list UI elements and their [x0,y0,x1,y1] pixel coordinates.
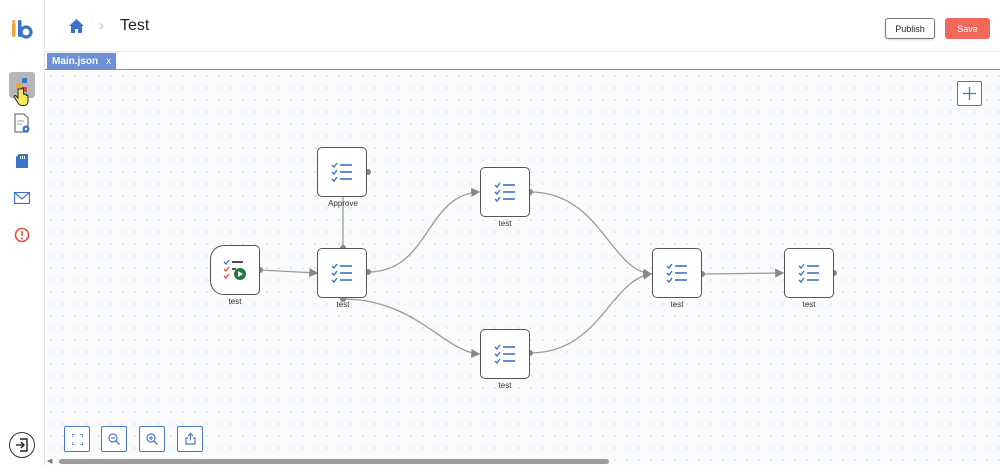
sidebar-item-alerts[interactable] [9,222,35,248]
task-list-icon [331,162,352,182]
zoom-out-button[interactable] [101,426,127,452]
node-label-approve: Approve [328,199,358,208]
zoom-out-icon [108,433,120,445]
node-label-bottom: test [498,381,512,390]
edge-center-top [367,187,481,273]
edge-bottom-merge [529,270,653,354]
workflow-node-bottom[interactable] [480,329,530,379]
edge-top-merge [529,191,653,278]
workflow-icon [16,78,27,92]
task-list-icon [494,344,515,364]
node-label-end: test [802,300,816,309]
tab-close-icon[interactable]: x [106,56,112,67]
workflow-edges [211,169,837,359]
node-label-merge: test [670,300,684,309]
plus-icon [963,87,976,100]
task-list-icon [666,263,687,283]
header: › Test Publish Save [45,0,1000,52]
node-label-start: test [228,297,242,306]
sidebar-item-documents[interactable] [9,110,35,136]
fit-view-button[interactable] [64,426,90,452]
workflow-node-end[interactable] [784,248,834,298]
breadcrumb-separator: › [99,17,104,34]
mail-icon [14,192,30,204]
fit-view-icon [71,433,83,445]
task-list-icon [494,182,515,202]
workflow-node-approve[interactable] [317,147,367,197]
sidebar [0,0,45,465]
workflow-node-start[interactable] [210,245,260,295]
edge-start-center [259,268,319,278]
home-icon[interactable] [69,19,84,33]
zoom-in-icon [146,433,158,445]
node-label-center: test [336,300,350,309]
alert-circle-icon [14,227,30,243]
document-settings-icon [14,113,30,133]
edge-center-bottom [342,298,481,359]
sidebar-item-storage[interactable] [9,148,35,174]
task-list-icon [798,263,819,283]
hand-cursor-icon [13,87,29,106]
workflow-node-top[interactable] [480,167,530,217]
sidebar-item-mail[interactable] [9,185,35,211]
workflow-canvas[interactable]: test Approve test [45,70,1000,465]
publish-button[interactable]: Publish [885,18,935,39]
node-label-top: test [498,219,512,228]
zoom-in-button[interactable] [139,426,165,452]
scroll-left-icon[interactable]: ◀ [47,458,53,465]
sidebar-item-workflow[interactable] [9,72,35,98]
workflow-node-merge[interactable] [652,248,702,298]
logout-icon [16,438,28,452]
edge-merge-end [701,268,785,278]
sd-card-icon [16,154,28,168]
task-list-icon [331,263,352,283]
horizontal-scrollbar[interactable] [59,459,609,464]
logout-button[interactable] [9,432,35,458]
task-start-icon [223,259,246,280]
add-node-button[interactable] [957,81,982,106]
app-logo[interactable] [11,20,35,40]
workflow-node-center[interactable] [317,248,367,298]
export-icon [184,433,196,445]
export-button[interactable] [177,426,203,452]
save-button[interactable]: Save [945,18,990,39]
tab-label: Main.json [52,56,99,67]
file-tab-bar: Main.json x [45,52,1000,70]
page-title: Test [120,17,150,34]
tab-main-json[interactable]: Main.json x [47,53,117,70]
